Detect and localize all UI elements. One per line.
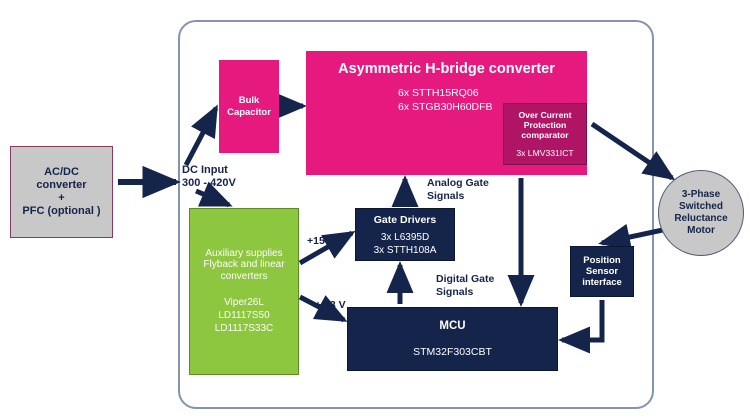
position-sensor-line-3: interface	[582, 277, 622, 289]
motor-line-4: Motor	[687, 224, 715, 236]
block-switched-reluctance-motor[interactable]: 3-Phase Switched Reluctance Motor	[658, 170, 744, 256]
mcu-title: MCU	[439, 320, 466, 332]
hbridge-title: Asymmetric H-bridge converter	[338, 61, 555, 77]
mcu-part-number: STM32F303CBT	[413, 345, 492, 358]
digital-gate-line-2: Signals	[436, 285, 474, 298]
position-sensor-line-2: Sensor	[585, 265, 619, 277]
aux-line-3: converters	[220, 271, 268, 283]
ocp-line-3: comparator	[521, 130, 569, 141]
aux-line-1: Auxiliary supplies	[205, 247, 283, 259]
block-auxiliary-supplies[interactable]: Auxiliary supplies Flyback and linear co…	[189, 208, 299, 375]
motor-line-3: Reluctance	[674, 213, 728, 224]
hbridge-part-2: 6x STGB30H60DFB	[398, 101, 493, 114]
block-position-sensor-interface[interactable]: Position Sensor interface	[570, 246, 634, 297]
analog-gate-line-1: Analog Gate	[427, 177, 489, 189]
motor-line-2: Switched	[679, 201, 723, 213]
aux-line-2: Flyback and linear	[203, 259, 285, 271]
label-digital-gate-signals: Digital Gate Signals	[436, 273, 494, 298]
acdc-line-4: PFC (optional )	[22, 204, 101, 217]
acdc-line-2: converter	[36, 179, 87, 192]
block-gate-drivers[interactable]: Gate Drivers 3x L6395D 3x STTH108A	[355, 208, 455, 261]
dc-input-line-2: 300 - 420V	[182, 177, 236, 190]
motor-line-1: 3-Phase	[681, 189, 721, 201]
analog-gate-line-2: Signals	[427, 189, 465, 202]
acdc-line-1: AC/DC	[44, 166, 79, 179]
dc-input-line-1: DC Input	[182, 164, 228, 176]
ocp-line-1: Over Current	[518, 110, 572, 120]
aux-part-3: LD1117S33C	[214, 322, 274, 334]
aux-part-list: Viper26L LD1117S50 LD1117S33C	[215, 297, 274, 335]
system-boundary	[178, 20, 654, 409]
label-dc-input: DC Input 300 - 420V	[182, 164, 236, 190]
block-over-current-protection[interactable]: Over Current Protection comparator 3x LM…	[503, 103, 587, 165]
aux-part-1: Viper26L	[224, 297, 264, 308]
bulkcap-line-2: Capacitor	[227, 106, 271, 118]
bulkcap-line-1: Bulk	[238, 95, 260, 107]
hbridge-part-1: 6x STTH15RQ06	[398, 87, 479, 100]
block-mcu[interactable]: MCU STM32F303CBT	[347, 307, 558, 371]
digital-gate-line-1: Digital Gate	[436, 273, 495, 285]
label-analog-gate-signals: Analog Gate Signals	[427, 177, 489, 202]
ocp-part-number: 3x LMV331ICT	[516, 148, 574, 159]
gate-drivers-part-list: 3x L6395D 3x STTH108A	[374, 232, 437, 258]
label-rail-15v: +15 V	[307, 235, 335, 247]
block-bulk-capacitor[interactable]: Bulk Capacitor	[219, 60, 279, 153]
gate-drivers-part-2: 3x STTH108A	[373, 245, 437, 257]
hbridge-part-list: 6x STTH15RQ06 6x STGB30H60DFB	[398, 86, 493, 114]
label-rail-33v: +3.3 V	[315, 299, 346, 311]
acdc-line-3: +	[58, 192, 65, 204]
ocp-line-2: Protection	[523, 120, 567, 131]
position-sensor-line-1: Position	[583, 254, 621, 266]
aux-part-2: LD1117S50	[218, 309, 270, 321]
gate-drivers-title: Gate Drivers	[373, 214, 437, 226]
block-acdc-converter[interactable]: AC/DC converter + PFC (optional )	[10, 146, 113, 238]
gate-drivers-part-1: 3x L6395D	[380, 232, 430, 244]
